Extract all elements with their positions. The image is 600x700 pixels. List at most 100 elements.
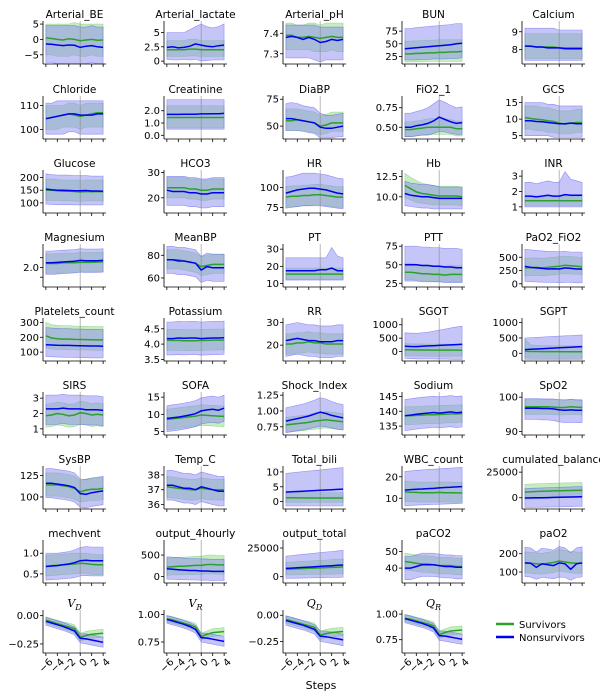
confidence-band-nonsurvivors — [285, 246, 344, 281]
y-tick-label: 4.0 — [144, 340, 160, 351]
subplot-title: output_total — [283, 528, 347, 540]
plot-area — [166, 21, 225, 64]
plot-area — [404, 610, 463, 653]
y-tick-label: 1.00 — [257, 406, 279, 417]
confidence-band-nonsurvivors — [524, 398, 583, 423]
y-tick-label: 30 — [266, 318, 279, 329]
y-tick-label: 250 — [499, 266, 518, 277]
subplot-title: MeanBP — [174, 232, 216, 244]
y-tick-label: 0.75 — [376, 635, 398, 646]
confidence-band-nonsurvivors — [166, 470, 225, 507]
series-line-nonsurvivors — [166, 484, 225, 492]
series-line-nonsurvivors — [285, 411, 344, 422]
y-tick-label: 0.75 — [376, 103, 398, 114]
series-line-nonsurvivors — [166, 43, 225, 49]
series-line-survivors — [166, 563, 225, 568]
confidence-band-nonsurvivors — [285, 549, 344, 579]
y-tick-label: −0.25 — [248, 637, 279, 648]
series-line-nonsurvivors — [285, 337, 344, 343]
plot-area — [404, 392, 463, 435]
confidence-band-nonsurvivors — [404, 325, 463, 360]
y-tick-label: 75 — [266, 203, 279, 214]
subplot-title: SGOT — [419, 306, 449, 318]
series-line-nonsurvivors — [404, 617, 463, 640]
y-tick-label: 30 — [266, 245, 279, 256]
y-tick-label: 10 — [266, 279, 279, 290]
x-tick-label: 4 — [101, 657, 113, 669]
y-tick-label: 0 — [154, 57, 160, 68]
subplot-title: cumulated_balance — [502, 454, 600, 466]
y-tick-label: 0 — [273, 572, 279, 583]
y-tick-label: 50 — [385, 260, 398, 271]
y-tick-label: 100 — [499, 393, 518, 404]
subplot-title: Arterial_pH — [285, 9, 343, 21]
x-tick-label: 0 — [78, 657, 90, 669]
y-tick-label: 2 — [512, 187, 518, 198]
series-line-survivors — [45, 619, 104, 639]
plot-area — [166, 466, 225, 509]
confidence-band-nonsurvivors — [45, 327, 104, 359]
subplot-title: SpO2 — [539, 380, 567, 392]
subplot-title: output_4hourly — [156, 528, 236, 540]
legend-label-survivors: Survivors — [519, 620, 566, 631]
y-tick-label: 500 — [379, 334, 398, 345]
y-tick-label: 3 — [512, 172, 518, 183]
y-tick-label: 135 — [379, 422, 398, 433]
y-tick-label: 5 — [33, 20, 39, 31]
subplot-title: Sodium — [414, 380, 454, 392]
y-tick-label: 75 — [385, 242, 398, 253]
series-line-nonsurvivors — [404, 411, 463, 417]
y-tick-label: 36 — [147, 500, 160, 511]
subplot-title: VR — [189, 597, 203, 612]
x-tick-label: 0 — [437, 657, 449, 669]
y-tick-label: 20 — [147, 193, 160, 204]
plot-area — [404, 21, 463, 64]
plot-area — [524, 170, 583, 213]
y-tick-label: 5 — [154, 427, 160, 438]
x-tick-label: −2 — [300, 657, 318, 675]
y-tick-label: 200 — [20, 173, 39, 184]
plot-area — [404, 318, 463, 361]
y-tick-label: 10 — [266, 467, 279, 478]
y-tick-label: 3.5 — [144, 355, 160, 366]
y-tick-label: 0.00 — [17, 611, 39, 622]
y-tick-label: 0 — [512, 279, 518, 290]
plot-area — [166, 244, 225, 287]
x-tick-label: 2 — [89, 657, 101, 669]
y-tick-label: 300 — [20, 318, 39, 329]
plot-area — [166, 170, 225, 213]
plot-area — [524, 21, 583, 64]
y-tick-label: 10 — [505, 115, 518, 126]
plot-area — [524, 392, 583, 435]
y-tick-label: 0.75 — [138, 637, 160, 648]
y-tick-label: 0.75 — [257, 422, 279, 433]
x-tick-label: −2 — [181, 657, 199, 675]
subplot-title: paO2 — [539, 528, 567, 540]
plot-area — [166, 392, 225, 435]
series-line-nonsurvivors — [166, 618, 225, 643]
y-tick-label: 4.5 — [144, 324, 160, 335]
subplot-title: SOFA — [182, 380, 210, 392]
x-tick-label: 0 — [318, 657, 330, 669]
series-line-nonsurvivors — [166, 336, 225, 340]
series-line-survivors — [524, 406, 583, 409]
y-tick-label: 2 — [33, 409, 39, 420]
series-line-survivors — [404, 184, 463, 198]
